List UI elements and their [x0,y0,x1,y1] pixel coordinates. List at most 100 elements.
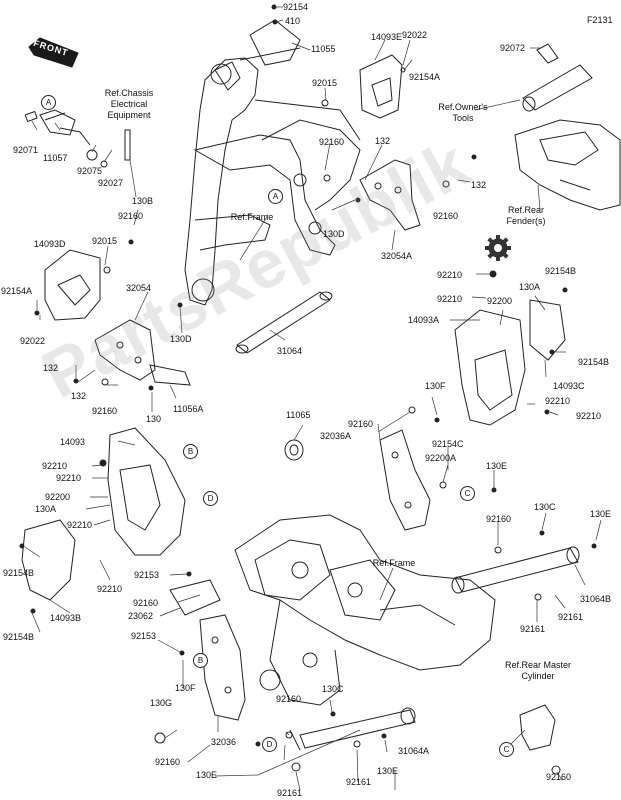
part-label-132-a[interactable]: 132 [375,136,391,146]
part-label-32036a[interactable]: 32036A [320,431,352,441]
bracket-32036a-drawing [284,429,431,531]
part-label-92161-b[interactable]: 92161 [346,777,372,787]
part-label-92154[interactable]: 92154 [283,2,309,12]
part-label-130-a[interactable]: 130 [146,414,162,424]
part-label-92154b-b[interactable]: 92154B [578,357,610,367]
part-label-92160-i[interactable]: 92160 [486,514,512,524]
part-label-92161-d[interactable]: 92161 [520,624,546,634]
part-label-92072[interactable]: 92072 [500,43,526,53]
part-label-130e-d[interactable]: 130E [590,509,612,519]
cross-tube-drawing [235,291,333,354]
part-label-14093d[interactable]: 14093D [34,239,66,249]
part-label-130d-a[interactable]: 130D [323,229,345,239]
part-label-92161-c[interactable]: 92161 [558,612,584,622]
part-label-92210-d[interactable]: 92210 [576,411,602,421]
rear-fender-drawing [514,119,621,211]
part-label-92071[interactable]: 92071 [13,145,39,155]
front-arrow-icon [28,37,79,68]
part-label-11055[interactable]: 11055 [311,44,336,54]
part-label-92210-f[interactable]: 92210 [56,473,82,483]
part-label-23062[interactable]: 23062 [128,611,154,621]
part-label-14093b[interactable]: 14093B [50,613,82,623]
part-label-92160-c[interactable]: 92160 [433,211,459,221]
part-label-92160-e[interactable]: 92160 [348,419,374,429]
part-label-92154b-d[interactable]: 92154B [3,632,35,642]
part-label-32036[interactable]: 32036 [211,737,237,747]
bracket-32054-drawing [94,319,191,386]
part-label-11057[interactable]: 11057 [43,153,68,163]
part-label-92154c[interactable]: 92154C [432,439,464,449]
part-label-32054[interactable]: 32054 [126,283,152,293]
side-cover-14093a-drawing [454,270,566,426]
part-label-130e-c[interactable]: 130E [377,766,399,776]
part-label-11065[interactable]: 11065 [286,410,311,420]
ref-owners-tools: Ref.Owner's Tools [438,102,488,123]
callout-d-2: D [262,737,277,752]
part-label-31064a[interactable]: 31064A [398,746,430,756]
part-label-130a-b[interactable]: 130A [35,504,57,514]
part-label-92210-e[interactable]: 92210 [42,461,68,471]
part-label-92160-f[interactable]: 92160 [133,598,159,608]
part-label-130e-b[interactable]: 130E [196,770,218,780]
part-label-92154a-left[interactable]: 92154A [1,286,33,296]
callout-b-2: B [193,653,208,668]
part-label-31064[interactable]: 31064 [277,346,303,356]
part-label-92154a[interactable]: 92154A [409,72,441,82]
cover-14093e-drawing [359,54,406,119]
figure-code: F2131 [587,15,613,25]
part-label-92210-c[interactable]: 92210 [545,396,571,406]
part-label-92153-b[interactable]: 92153 [131,631,157,641]
part-label-92015[interactable]: 92015 [312,78,338,88]
part-label-92210-a[interactable]: 92210 [437,270,463,280]
part-label-14093a[interactable]: 14093A [408,315,440,325]
part-label-92015-left[interactable]: 92015 [92,236,118,246]
part-label-130f-b[interactable]: 130F [175,683,196,693]
part-label-130d-b[interactable]: 130D [170,334,192,344]
part-label-92075[interactable]: 92075 [77,166,103,176]
ref-frame-top: Ref.Frame [230,212,274,222]
lower-frame-drawing [234,514,496,706]
part-label-92160-d[interactable]: 92160 [92,406,118,416]
part-label-92160-b[interactable]: 92160 [319,137,345,147]
part-label-92161-a[interactable]: 92161 [277,788,303,798]
bar-31064b-drawing [451,546,580,594]
callout-b-1: B [183,444,198,459]
part-label-92210-h[interactable]: 92210 [97,584,123,594]
part-label-130e-a[interactable]: 130E [486,461,508,471]
part-label-410[interactable]: 410 [285,16,301,26]
part-label-132-d[interactable]: 132 [43,363,59,373]
part-label-130g[interactable]: 130G [150,698,173,708]
part-label-11056a[interactable]: 11056A [173,404,204,414]
part-label-92200a[interactable]: 92200A [425,453,457,463]
part-label-92154b-c[interactable]: 92154B [3,568,35,578]
part-label-92153-a[interactable]: 92153 [134,570,160,580]
front-label: FRONT [32,37,70,59]
owners-tools-roll-drawing [522,43,593,112]
part-label-92160-h[interactable]: 92160 [276,694,302,704]
part-label-92022[interactable]: 92022 [402,30,428,40]
part-label-92160-g[interactable]: 92160 [155,757,181,767]
part-label-32054a[interactable]: 32054A [381,251,413,261]
part-label-132-c[interactable]: 132 [71,391,87,401]
callout-c-1: C [460,486,475,501]
part-label-132-b[interactable]: 132 [471,180,487,190]
part-label-92210-g[interactable]: 92210 [67,520,93,530]
part-label-130c-b[interactable]: 130C [534,502,556,512]
part-label-14093[interactable]: 14093 [60,437,86,447]
part-label-92022-left[interactable]: 92022 [20,336,46,346]
part-label-92160-a[interactable]: 92160 [118,211,144,221]
part-label-130b[interactable]: 130B [132,196,154,206]
part-label-130f-a[interactable]: 130F [425,381,446,391]
part-label-92200-b[interactable]: 92200 [45,492,71,502]
part-label-92160-j[interactable]: 92160 [546,772,572,782]
part-label-14093e[interactable]: 14093E [371,32,403,42]
part-label-92027[interactable]: 92027 [98,178,124,188]
callout-a-1: A [41,95,56,110]
part-label-92200-a[interactable]: 92200 [487,296,513,306]
part-label-92154b-a[interactable]: 92154B [545,266,577,276]
part-label-31064b[interactable]: 31064B [580,594,612,604]
part-label-14093c[interactable]: 14093C [553,381,585,391]
part-label-92210-b[interactable]: 92210 [437,294,463,304]
part-label-130c-a[interactable]: 130C [322,684,344,694]
part-label-130a-a[interactable]: 130A [519,282,541,292]
